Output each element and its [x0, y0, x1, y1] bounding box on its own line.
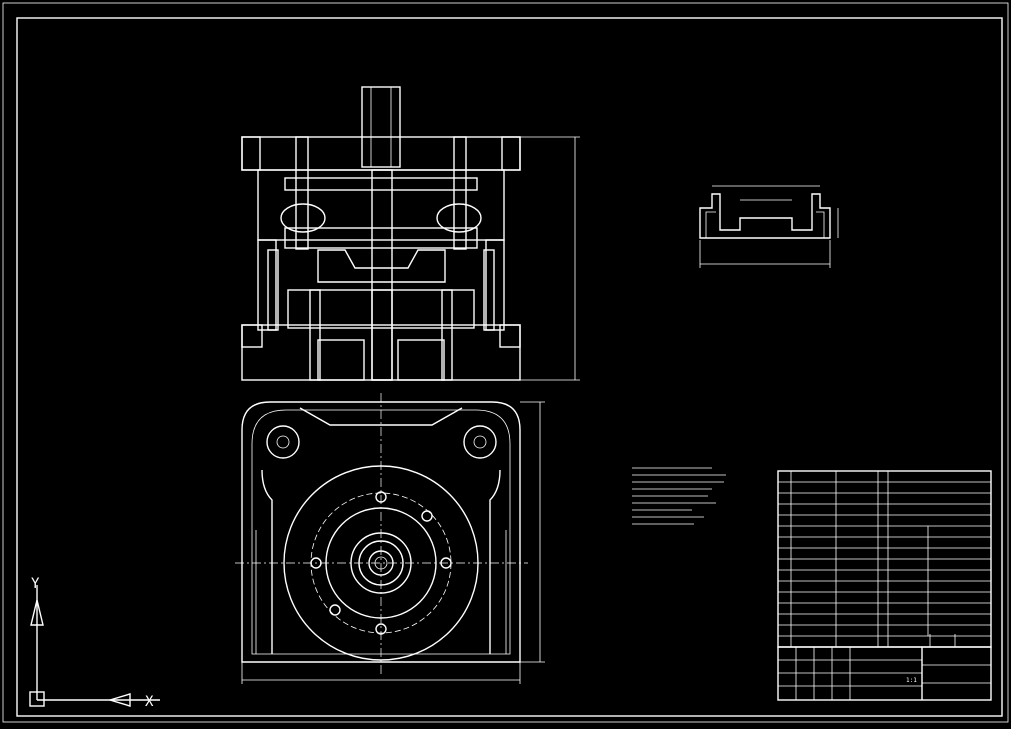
die-inner-ring [325, 507, 437, 619]
guide-hole-right [463, 425, 497, 459]
front-section-view [241, 86, 580, 381]
technical-requirements-note [632, 467, 726, 525]
die-shank [361, 86, 401, 168]
die-outer-circle [283, 465, 479, 661]
guide-post-right [453, 136, 467, 250]
punch [317, 249, 446, 283]
guide-hole-left [266, 425, 300, 459]
ucs-x-label: X [145, 694, 154, 710]
bolt-left [309, 289, 321, 381]
center-ejector-rod [371, 169, 393, 381]
rubber-pad-left [280, 203, 326, 233]
rubber-pad-right [436, 203, 482, 233]
bolt-right [441, 289, 453, 381]
lower-die-plate [241, 324, 521, 381]
ucs-y-label: Y [31, 576, 40, 592]
parts-list-table [777, 470, 992, 648]
sheet-inner-border [16, 17, 1003, 717]
upper-die-plate [241, 136, 521, 171]
ucs-icon[interactable]: Y X [29, 576, 160, 710]
scale-value: 1:1 [906, 677, 917, 684]
part-profile [699, 193, 831, 239]
lower-die-block [287, 289, 475, 329]
guide-post-left [295, 136, 309, 250]
title-block: 1:1 [777, 646, 992, 701]
plan-view [235, 393, 545, 684]
center-hole [368, 550, 394, 576]
part-detail-drawing [699, 185, 839, 268]
